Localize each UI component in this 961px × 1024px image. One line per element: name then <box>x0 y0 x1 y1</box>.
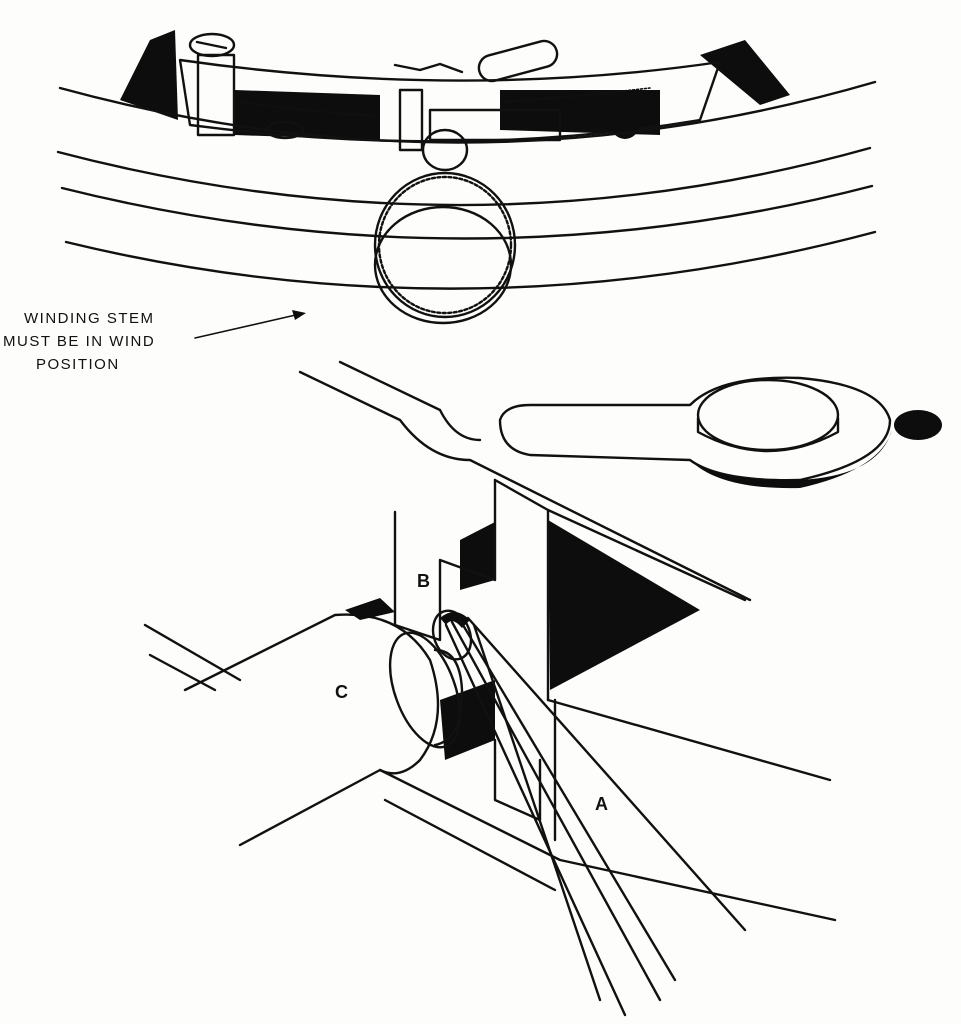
callout-label: WINDING STEM MUST BE IN WIND POSITION <box>3 310 155 373</box>
part-label-a: A <box>595 794 608 814</box>
detail-illustration <box>143 360 942 1017</box>
watch-case-illustration <box>56 30 877 325</box>
part-label-b: B <box>417 571 430 591</box>
callout-arrow <box>194 310 306 339</box>
part-label-c: C <box>335 682 348 702</box>
screw-head <box>188 32 236 58</box>
detent-spring <box>498 376 942 489</box>
callout-line-2: MUST BE IN WIND <box>3 333 155 350</box>
callout-line-1: WINDING STEM <box>24 310 155 327</box>
callout-line-3: POSITION <box>36 356 120 373</box>
part-a-tweezers <box>444 616 747 1017</box>
part-c-cylinder <box>183 598 464 847</box>
part-b-plate <box>393 478 832 782</box>
winding-crown <box>373 171 517 325</box>
